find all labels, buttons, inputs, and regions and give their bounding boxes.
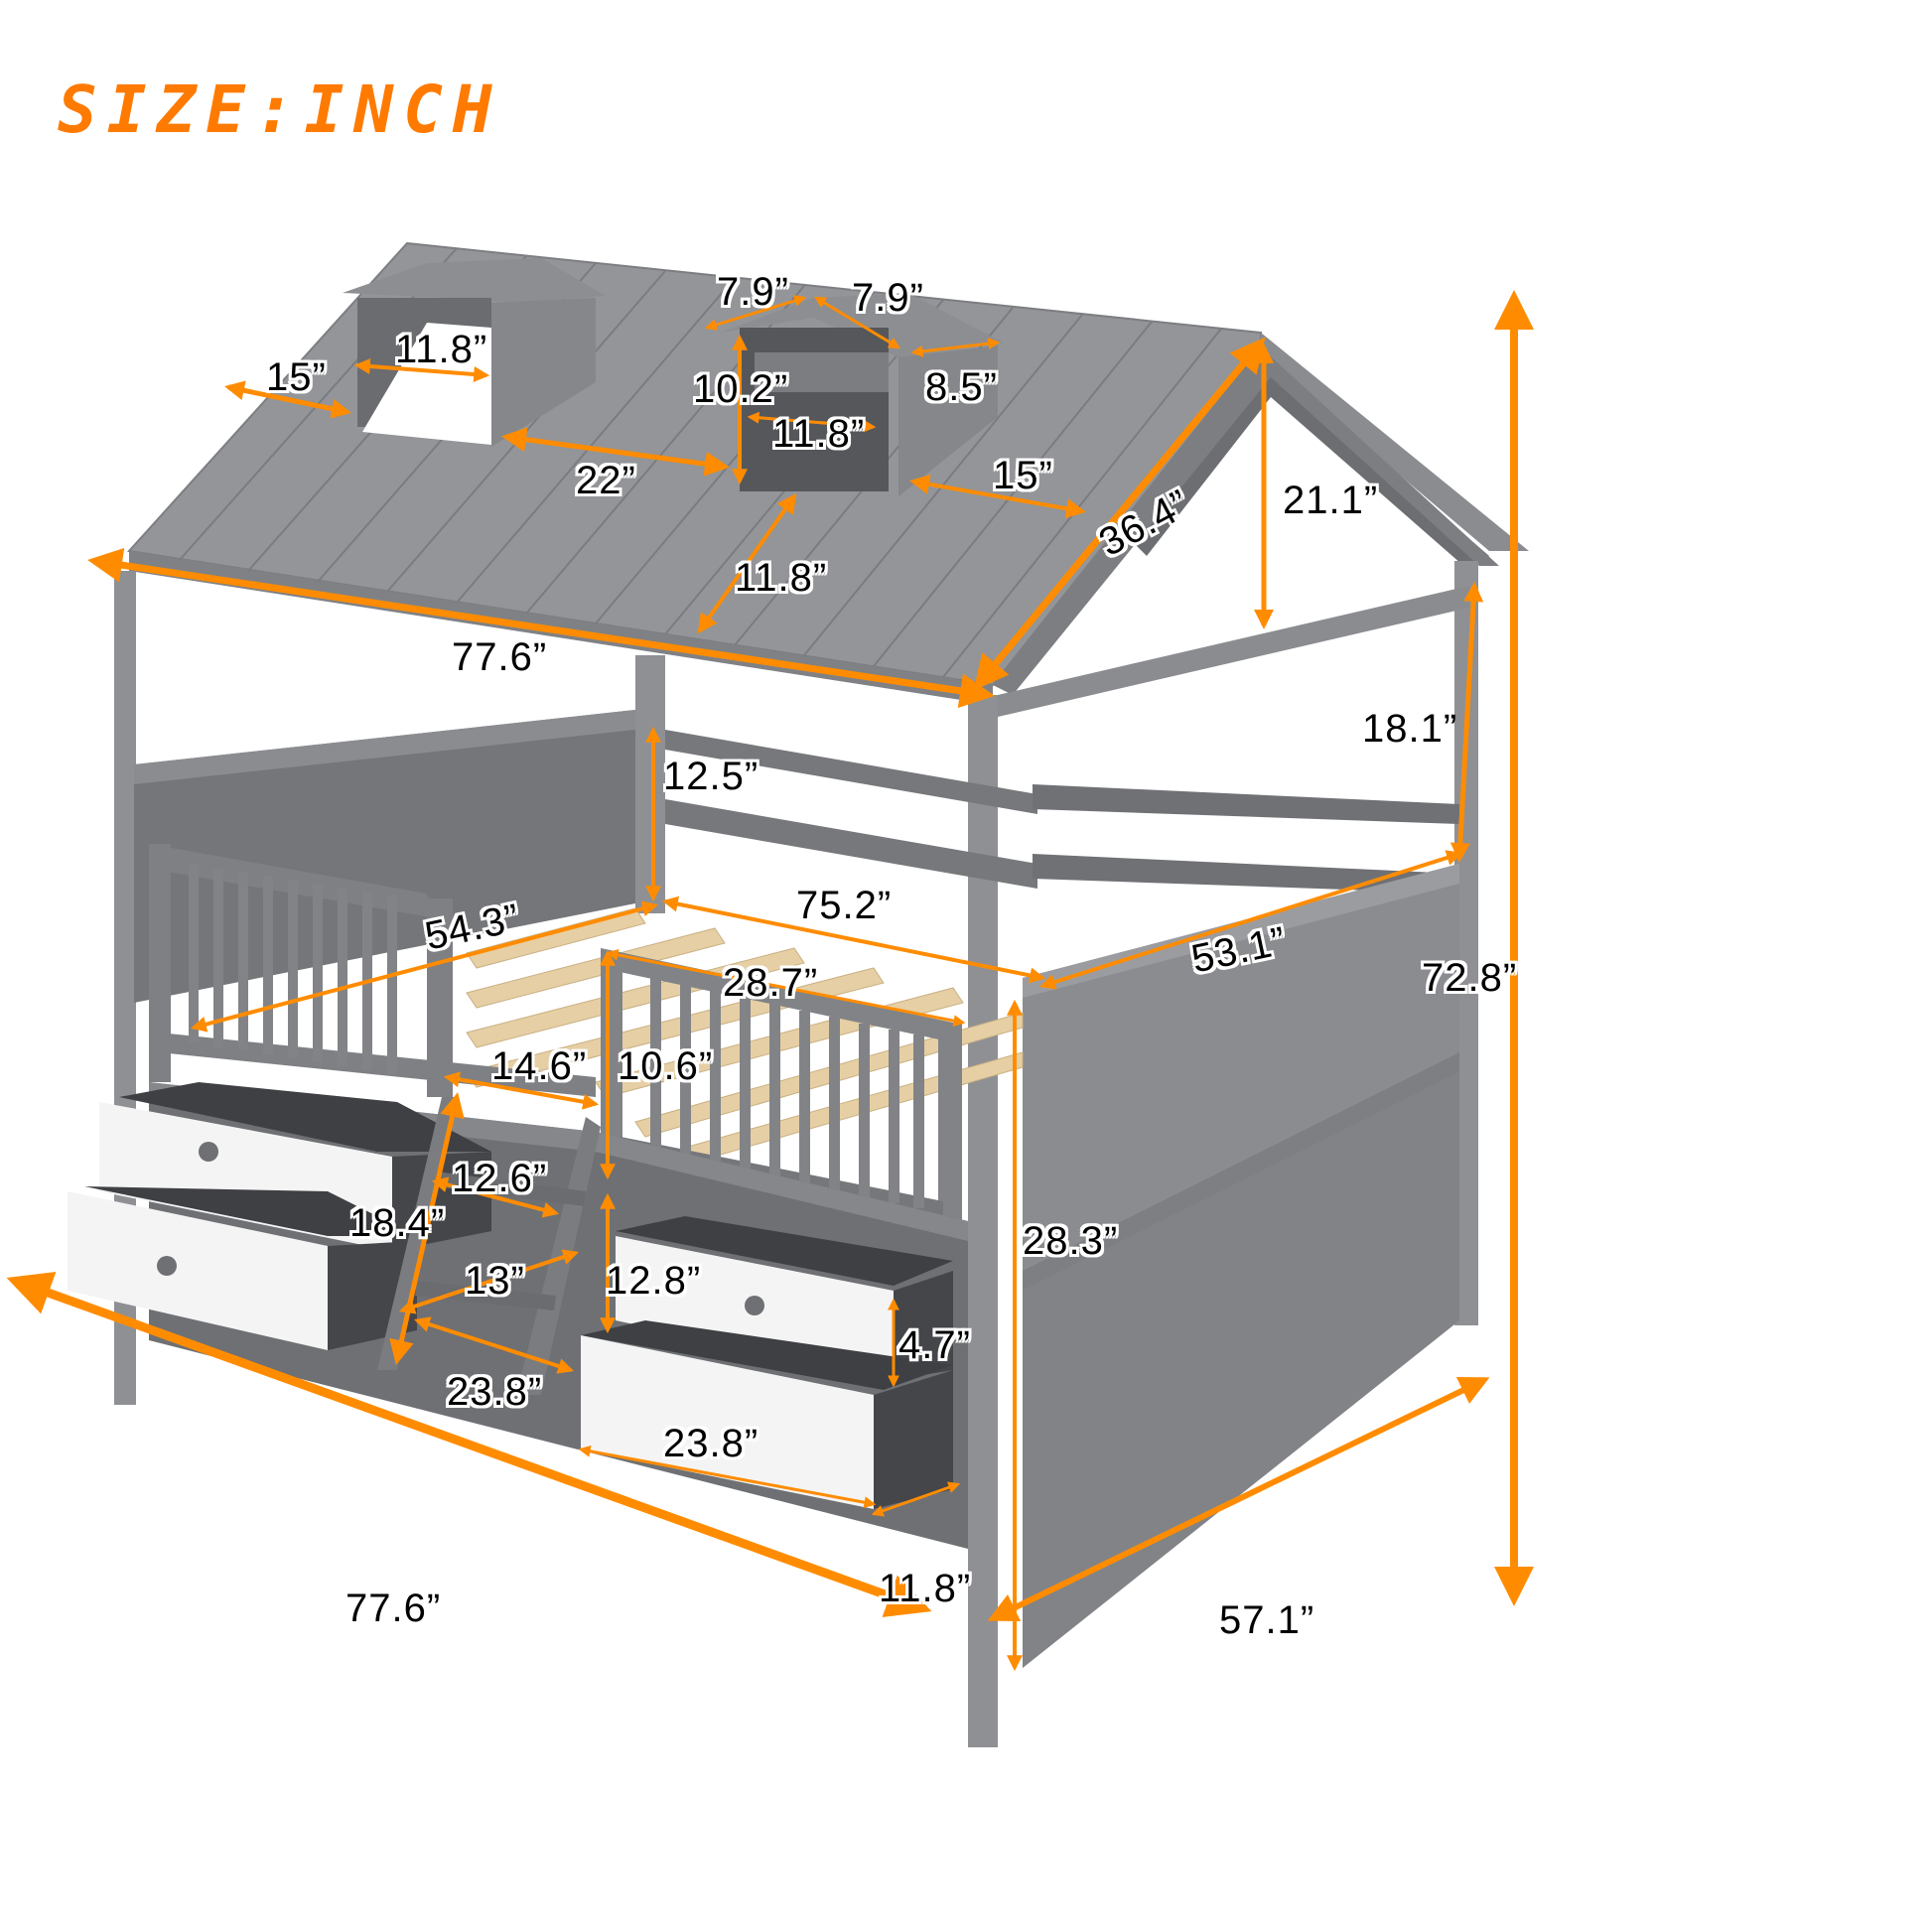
size-unit-title: SIZE:INCH [58,71,502,148]
drawer-knob[interactable] [199,1142,218,1162]
label-drawer-width-front: 23.8” [663,1422,759,1465]
label-overall-height: 72.8” [1422,956,1518,1000]
label-overall-length: 77.6” [345,1587,442,1630]
label-roof-peak-height: 21.1” [1283,479,1379,522]
label-ladder-opening: 14.6” [491,1044,588,1088]
label-ladder-top-step: 12.6” [452,1157,548,1200]
label-dormer-right-width: 11.8” [772,412,866,456]
label-drawer-depth: 11.8” [879,1567,972,1610]
label-drawer-space-height: 12.8” [606,1259,702,1303]
drawer-knob[interactable] [157,1256,177,1276]
label-dormer-to-roof-edge: 15” [993,454,1053,497]
label-bed-height: 28.3” [1023,1219,1119,1263]
label-between-dormers: 22” [576,459,636,502]
label-drawer-height: 4.7” [898,1323,971,1367]
label-post-height-above-rail: 18.1” [1362,707,1458,751]
label-dormer-roof-right: 7.9” [852,276,924,320]
dimension-arrows [6,290,1534,1672]
label-ladder-length: 18.4” [349,1201,446,1245]
label-headboard-height: 12.5” [663,755,759,798]
label-drawer-width-left: 23.8” [447,1370,543,1414]
label-dormer-roof-left: 7.9” [717,270,789,314]
label-inner-length: 75.2” [796,884,893,927]
label-roof-edge-to-dormer: 15” [266,355,327,399]
label-dormer-height: 10.2” [693,367,789,411]
label-front-rail-length: 28.7” [723,961,819,1005]
label-ladder-bottom-step: 13” [465,1259,525,1303]
label-roof-eave-length: 77.6” [452,635,548,679]
label-overall-width: 57.1” [1219,1598,1315,1642]
label-dormer-offset-from-eave: 11.8” [735,556,828,600]
label-dormer-left-width: 11.8” [395,328,488,371]
label-front-rail-height: 10.6” [618,1044,714,1088]
label-dormer-depth: 8.5” [925,365,998,409]
drawer-knob[interactable] [745,1296,764,1315]
